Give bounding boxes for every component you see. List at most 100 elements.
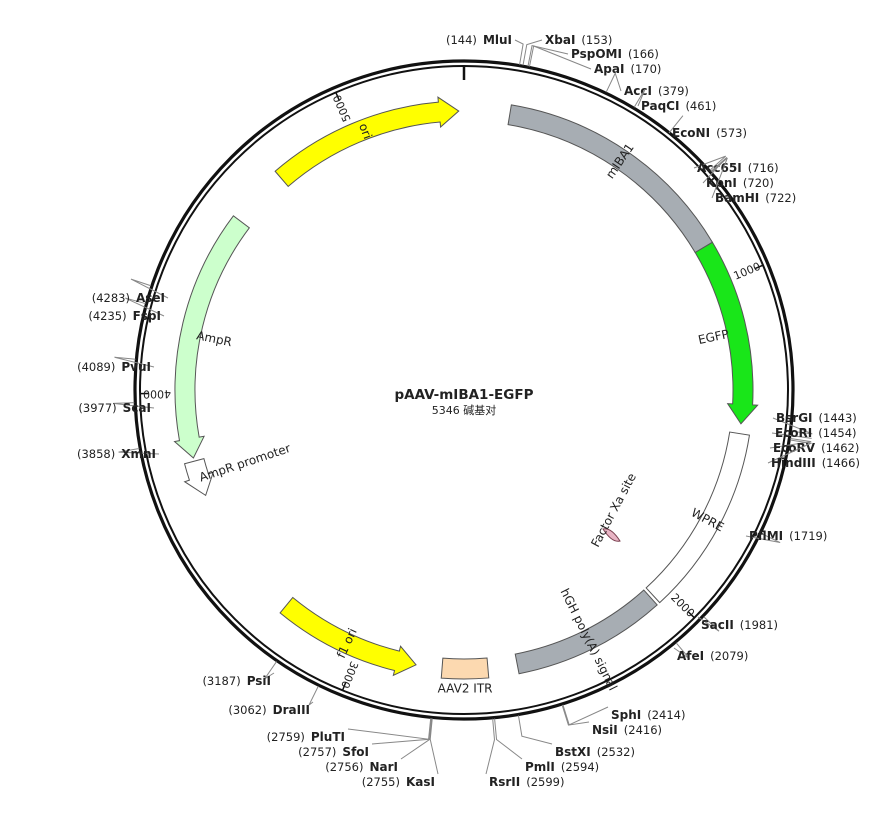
backbone-ring (133, 59, 795, 721)
site-leader-scai (113, 402, 155, 409)
site-pmli: PmlI (2594) (494, 718, 599, 774)
plasmid-length: 5346 碱基对 (432, 403, 497, 417)
site-position: (2594) (561, 760, 599, 774)
site-position: (1443) (819, 411, 857, 425)
site-label-pspomi: PspOMI (166) (571, 47, 659, 61)
feature-label-ampr-promoter: AmpR promoter (197, 441, 292, 485)
site-pspomi: PspOMI (166) (527, 45, 659, 67)
site-name: AccI (624, 84, 652, 98)
site-name: FspI (133, 309, 161, 323)
tick-label-3000: 3000 (338, 659, 361, 690)
site-label-scai: (3977) ScaI (78, 401, 151, 415)
site-position: (2759) (267, 730, 305, 744)
site-leader-bsrgi (772, 417, 813, 435)
site-mlui: (144) MluI (446, 33, 524, 65)
site-leader-rsrii (485, 718, 495, 775)
site-name: DraIII (273, 703, 310, 717)
site-label-nsii: NsiI(2416) (592, 723, 662, 737)
site-leader-econi (668, 115, 684, 134)
site-leader-xmni (118, 447, 160, 455)
site-name: PspOMI (571, 47, 622, 61)
site-pflmi: PflMI(1719) (745, 529, 827, 544)
site-position: (379) (658, 84, 689, 98)
factor-xa-marker (602, 528, 621, 542)
site-label-bstxi: BstXI(2532) (555, 745, 635, 759)
site-name: MluI (483, 33, 512, 47)
site-position: (3977) (78, 401, 116, 415)
site-label-apai: ApaI(170) (594, 62, 661, 76)
site-ecorv: EcoRV(1462) (769, 438, 859, 455)
site-label-paqci: PaqCI(461) (641, 99, 716, 113)
site-leader-psii (264, 661, 277, 680)
site-label-hindiii: HindIII(1466) (771, 456, 860, 470)
feature-ampr-promoter (183, 458, 214, 497)
site-position: (2756) (325, 760, 363, 774)
plasmid-name: pAAV-mIBA1-EGFP (395, 387, 534, 403)
site-label-xmni: (3858)XmnI (77, 447, 156, 461)
site-label-sacii: SacII (1981) (701, 618, 778, 632)
site-label-fspi: (4235)FspI (88, 309, 161, 323)
site-leader-xbai (522, 39, 543, 66)
site-leader-bamhi (711, 157, 728, 199)
site-position: (3062) (228, 703, 266, 717)
site-afei: AfeI(2079) (673, 642, 748, 663)
site-leader-mlui (514, 39, 524, 65)
site-name: PsiI (247, 674, 271, 688)
tick-mark-2000 (687, 610, 695, 619)
site-sphi: SphI(2414) (562, 704, 686, 726)
site-nsii: NsiI(2416) (561, 704, 662, 737)
site-position: (170) (630, 62, 661, 76)
site-name: KpnI (706, 176, 737, 190)
feature-aav2-itr (440, 657, 490, 680)
site-position: (1466) (822, 456, 860, 470)
site-name: PmlI (525, 760, 555, 774)
site-name: KasI (406, 775, 435, 789)
site-leader-sfoi (371, 718, 432, 745)
site-name: EcoRI (775, 426, 812, 440)
site-position: (3187) (202, 674, 240, 688)
feature-label-egfp: EGFP (697, 327, 730, 347)
site-name: BstXI (555, 745, 591, 759)
site-leader-nsii (561, 704, 590, 726)
site-position: (166) (628, 47, 659, 61)
site-leader-draiii (308, 685, 319, 706)
feature-f1-ori (279, 596, 417, 677)
tick-label-1000: 1000 (732, 260, 763, 283)
site-label-sfoi: (2757) SfoI (298, 745, 369, 759)
site-apai: ApaI(170) (529, 45, 661, 76)
site-name: ScaI (123, 401, 151, 415)
site-label-sphi: SphI(2414) (611, 708, 686, 722)
site-position: (461) (685, 99, 716, 113)
feature-hgh-poly-a-signal (514, 589, 658, 675)
site-econi: EcoNI(573) (668, 115, 747, 140)
site-label-pflmi: PflMI(1719) (749, 529, 827, 543)
tick-mark-5000 (335, 92, 341, 101)
site-position: (1454) (818, 426, 856, 440)
center-title: pAAV-mIBA1-EGFP 5346 碱基对 (395, 387, 534, 417)
site-label-rsrii: RsrII(2599) (489, 775, 564, 789)
feature-label-ori: ori (356, 121, 375, 141)
site-name: NsiI (592, 723, 618, 737)
site-name: SacII (701, 618, 734, 632)
site-label-nari: (2756)NarI (325, 760, 398, 774)
site-name: SfoI (342, 745, 369, 759)
site-hindiii: HindIII(1466) (767, 439, 860, 470)
site-label-ecori: EcoRI (1454) (775, 426, 857, 440)
site-bamhi: BamHI(722) (711, 157, 796, 205)
site-label-kasi: (2755)KasI (362, 775, 435, 789)
site-label-bamhi: BamHI(722) (715, 191, 796, 205)
site-pluti: (2759)PluTI (267, 718, 432, 744)
site-sacii: SacII (1981) (697, 616, 778, 632)
site-leader-asei (130, 278, 169, 299)
site-bsrgi: BsrGI(1443) (772, 411, 857, 435)
tick-mark-3000 (341, 681, 347, 691)
site-leader-acci (605, 71, 622, 93)
site-leader-apai (529, 45, 592, 70)
site-label-asei: (4283)AseI (92, 291, 165, 305)
site-position: (2757) (298, 745, 336, 759)
site-position: (144) (446, 33, 477, 47)
site-leader-pmli (494, 718, 523, 760)
site-name: AseI (136, 291, 165, 305)
site-position: (1462) (821, 441, 859, 455)
site-position: (1981) (740, 618, 778, 632)
